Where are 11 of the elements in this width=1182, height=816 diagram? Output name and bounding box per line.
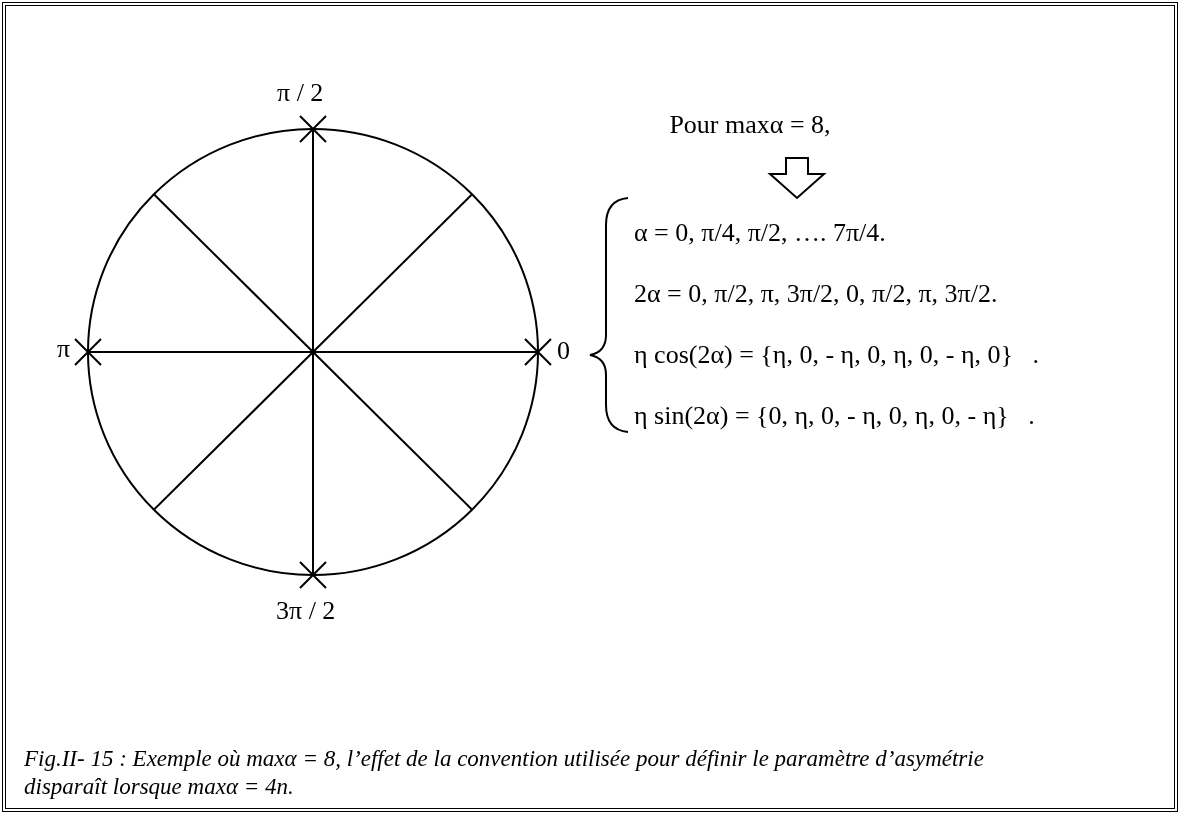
equation-text: η sin(2α) = {0, η, 0, - η, 0, η, 0, - η} .	[634, 401, 1036, 431]
figure-caption: Fig.II- 15 : Exemple où maxα = 8, l’effet de la convention utilisée pour définir le paramètre d’asymétrie disparaît lorsque maxα = 4n.	[24, 745, 985, 801]
angle-label: 0	[557, 338, 570, 364]
condition-text: Pour maxα = 8,	[669, 110, 831, 139]
angle-label: 3π / 2	[276, 598, 336, 624]
hollow-arrow	[767, 157, 827, 200]
angle-label: π	[57, 336, 71, 362]
equation-text: α = 0, π/4, π/2, …. 7π/4.	[634, 218, 887, 248]
angle-label: π / 2	[277, 80, 324, 106]
equation-text: 2α = 0, π/2, π, 3π/2, 0, π/2, π, 3π/2.	[634, 279, 999, 309]
equation-text: η cos(2α) = {η, 0, - η, 0, η, 0, - η, 0} .	[634, 340, 1041, 370]
